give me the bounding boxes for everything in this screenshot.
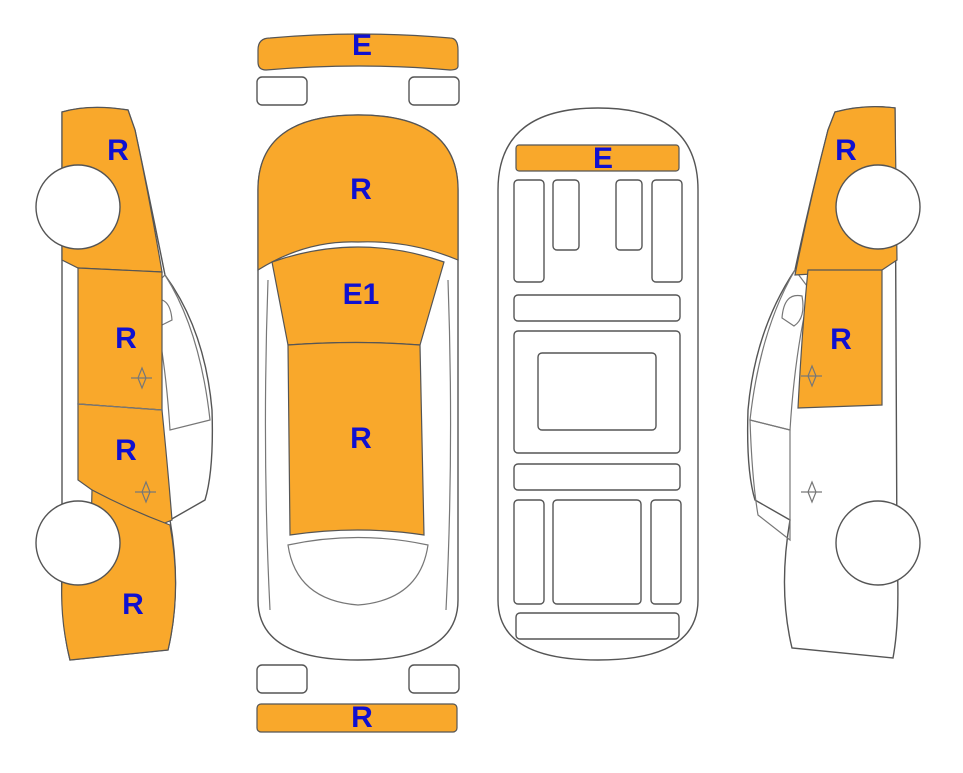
left-door-split-line [77,403,163,411]
hood-label: R [350,173,372,206]
roof-label: R [350,422,372,455]
left-front-door-handle [131,366,152,390]
left-front-wheel [35,164,121,250]
front-left-headlight [256,76,308,106]
right-side-mirror [781,294,804,327]
left-rear-quarter-label: R [122,588,144,621]
right-front-door-panel [797,269,883,409]
underbody-rear-panel [515,612,680,640]
underbody-rear-crossmember [513,463,681,491]
right-front-fender-label: R [835,134,857,167]
underbody-front-panel [515,144,680,172]
right-rear-door-handle [801,480,822,504]
underbody-rear-left-rail [513,499,545,605]
underbody-view: E [497,107,699,661]
windshield-label: E1 [343,278,380,311]
rear-bumper-panel [256,703,458,733]
hood-panel [257,114,459,272]
right-front-door-handle [801,364,822,388]
left-rear-door-handle [135,480,156,504]
underbody-rear-right-rail [650,499,682,605]
underbody-front-right-rail [651,179,683,283]
left-front-door-label: R [115,322,137,355]
underbody-rear-center [552,499,642,605]
underbody-front-label: E [593,142,613,175]
underbody-front-left-block [552,179,580,251]
roof-panel [287,341,425,536]
top-left-side-line [264,279,271,611]
left-front-fender-label: R [107,134,129,167]
left-rear-wheel [35,500,121,586]
top-right-side-line [445,279,452,611]
right-rear-wheel [835,500,921,586]
rear-left-taillight [256,664,308,694]
rear-bumper-label: R [351,701,373,734]
underbody-front-crossmember [513,294,681,322]
underbody-front-left-rail [513,179,545,283]
front-right-headlight [408,76,460,106]
left-rear-door-label: R [115,434,137,467]
underbody-center-pan [537,352,657,431]
left-rear-quarter-panel [61,489,177,661]
rear-window [287,536,429,606]
right-front-door-label: R [830,323,852,356]
top-view: E R E1 R R [256,29,460,734]
front-bumper-label: E [352,29,372,62]
right-rear-window [749,419,791,542]
rear-right-taillight [408,664,460,694]
right-front-wheel [835,164,921,250]
right-side-view: R R [746,105,921,659]
front-bumper-panel [257,33,459,71]
left-side-view: R R R R [35,106,214,661]
underbody-front-right-block [615,179,643,251]
